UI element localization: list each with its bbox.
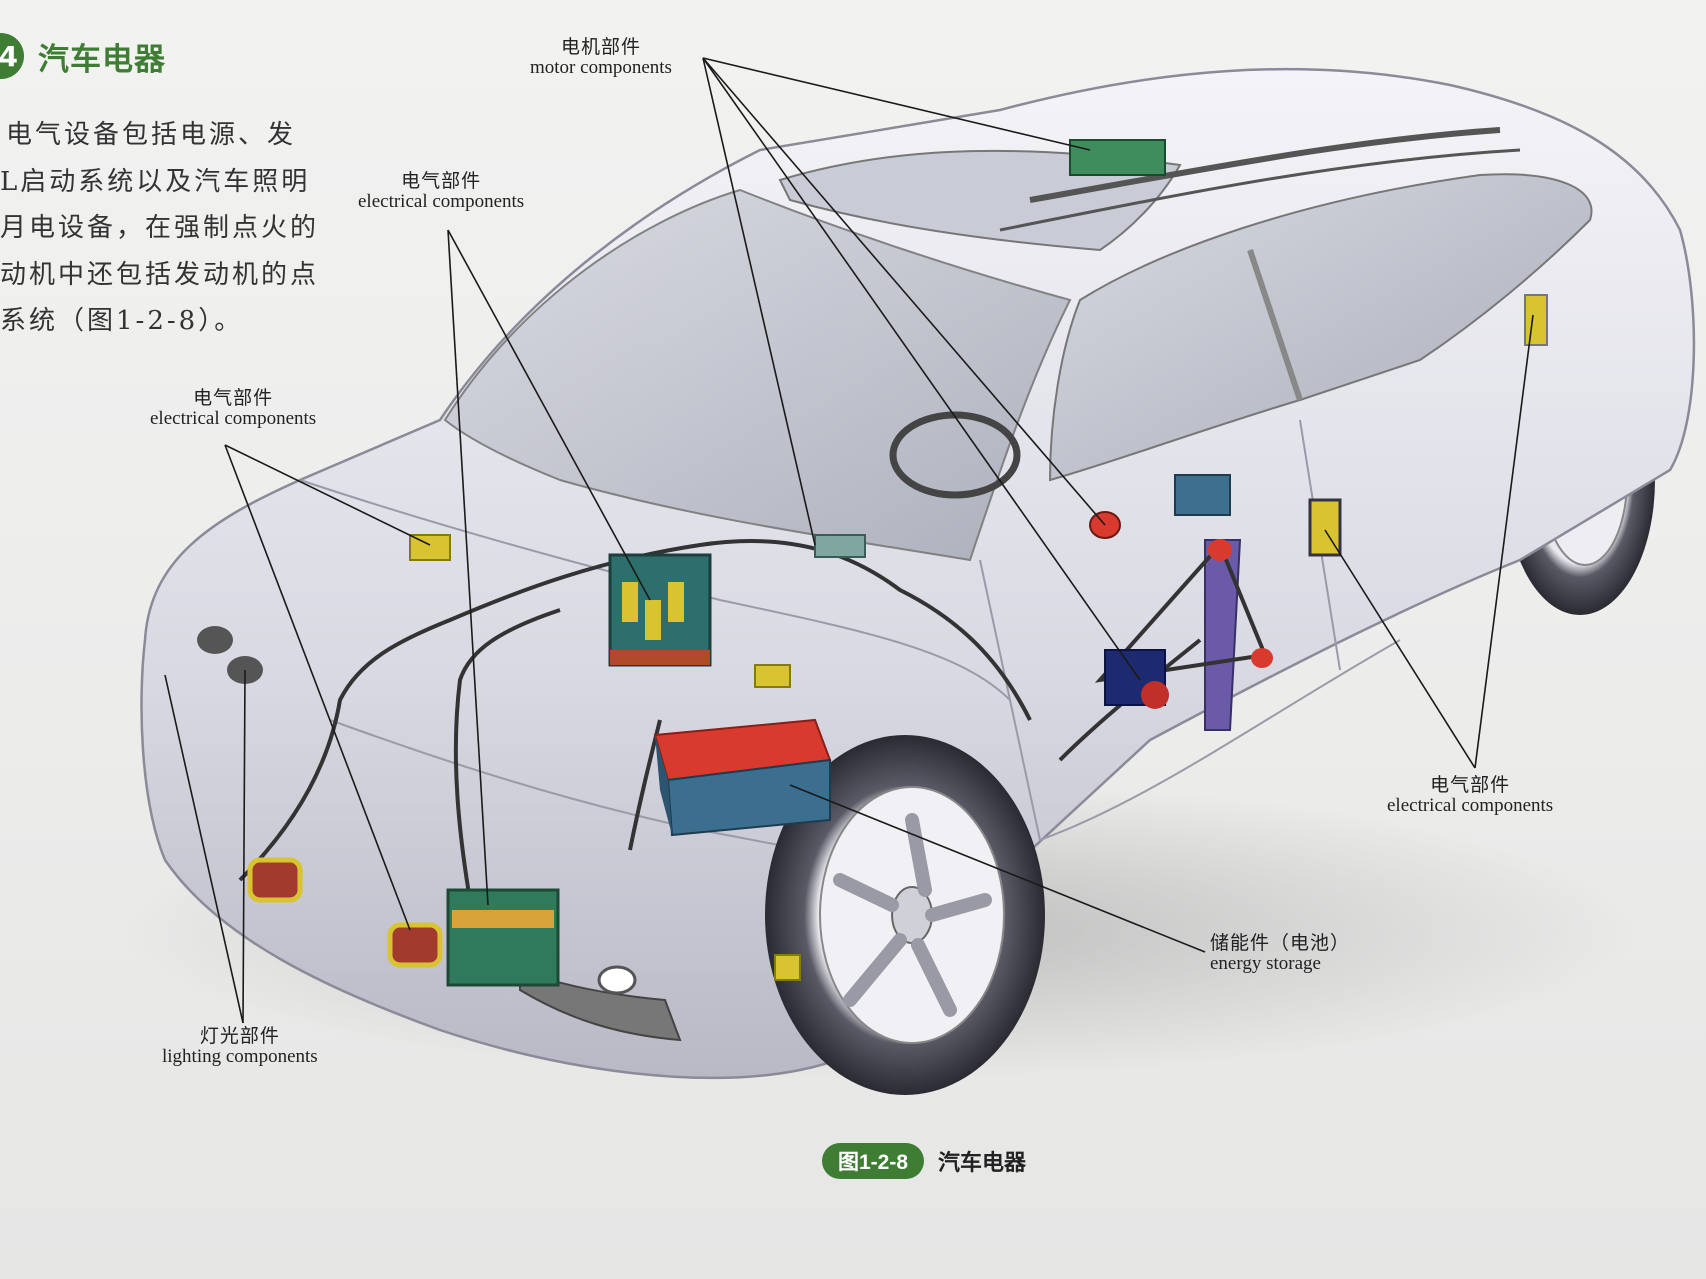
fog-light-icon xyxy=(387,922,443,968)
figure-caption: 图1-2-8 汽车电器 xyxy=(822,1143,1026,1179)
mirror-motor-icon xyxy=(1174,474,1231,516)
callout-motor-components: 电机部件 motor components xyxy=(530,36,672,78)
section-header: 4 汽车电器 xyxy=(0,28,166,84)
body-line: 系统（图1-2-8）。 xyxy=(0,306,244,336)
callout-energy-storage: 储能件（电池） energy storage xyxy=(1210,932,1351,974)
window-regulator-icon xyxy=(1094,539,1273,731)
callout-lighting-components: 灯光部件 lighting components xyxy=(162,1025,318,1067)
wiring-harness xyxy=(238,539,1202,901)
callout-electrical-left: 电气部件 electrical components xyxy=(150,387,317,429)
body-paragraph: 电气设备包括电源、发 L启动系统以及汽车照明 月电设备，在强制点火的 动机中还包… xyxy=(0,112,322,345)
section-title: 汽车电器 xyxy=(38,41,166,78)
callout-electrical-right: 电气部件 electrical components xyxy=(1387,774,1554,816)
body-line: 月电设备，在强制点火的 xyxy=(0,213,320,243)
fuse-box-icon xyxy=(446,888,560,987)
callout-electrical-top: 电气部件 electrical components xyxy=(358,170,525,212)
windshield xyxy=(443,188,1072,562)
turn-signal-icon xyxy=(597,965,637,995)
seat-motor-icon xyxy=(814,534,866,558)
body-line: L启动系统以及汽车照明 xyxy=(0,166,311,197)
figure-number-badge: 图1-2-8 xyxy=(822,1143,925,1179)
sensor-yellow-icon xyxy=(774,954,801,981)
front-wheel xyxy=(765,735,1045,1095)
body-line: 电气设备包括电源、发 xyxy=(6,120,297,150)
battery-icon xyxy=(653,718,832,837)
sensor-yellow-icon xyxy=(754,664,791,688)
wiper-motor-icon xyxy=(1069,139,1166,176)
fog-light-icon xyxy=(247,857,303,903)
leader-lines xyxy=(164,57,1534,1024)
headlight-icon xyxy=(197,626,233,654)
side-windows xyxy=(1048,173,1593,482)
body-line: 动机中还包括发动机的点 xyxy=(0,259,320,290)
steering-wheel xyxy=(889,411,1021,499)
figure-caption-text: 汽车电器 xyxy=(938,1151,1027,1176)
rear-sensor-icon xyxy=(1524,294,1548,346)
